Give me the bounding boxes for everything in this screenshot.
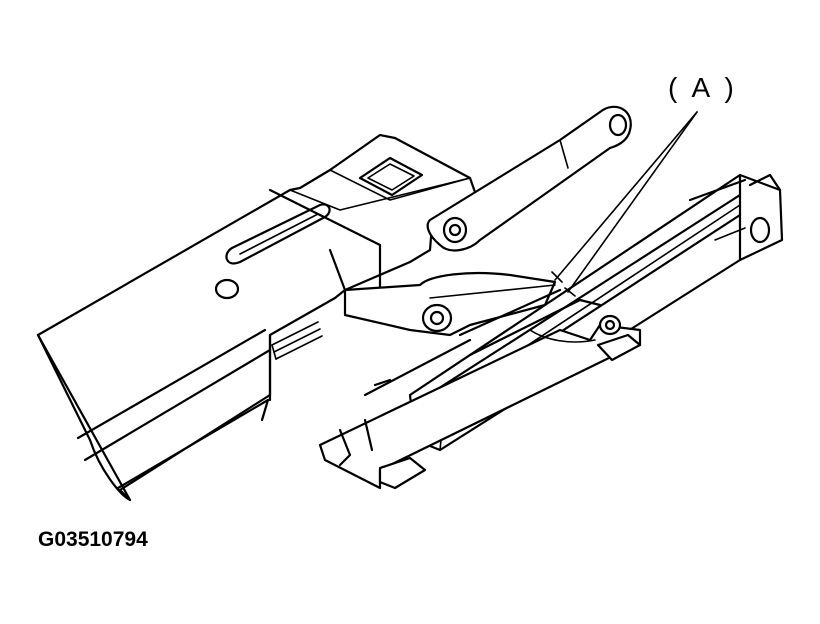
rail-housing — [36, 133, 478, 502]
scissor-mechanism — [318, 173, 784, 490]
figure-id: G03510794 — [38, 528, 148, 551]
callout-leader-lines — [551, 111, 698, 297]
center-bracket — [343, 271, 557, 337]
callout-label-a: ( A ) — [668, 72, 738, 103]
upper-link-arm — [426, 105, 632, 252]
